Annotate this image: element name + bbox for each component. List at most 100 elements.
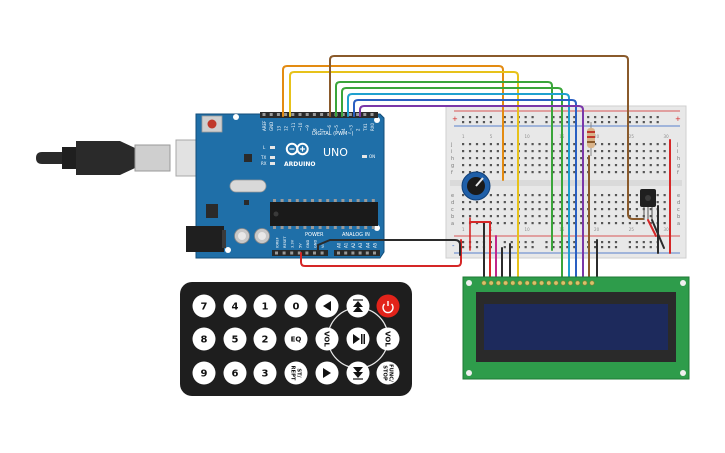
remote-button-label[interactable]: 1 xyxy=(253,294,277,318)
power-pin[interactable] xyxy=(313,251,316,255)
remote-button-label[interactable]: 7 xyxy=(192,294,216,318)
power-jack xyxy=(186,226,224,252)
remote-button-label: 9 xyxy=(201,369,208,380)
remote-button-label[interactable]: ST/REPT xyxy=(284,361,308,385)
rx-label: RX xyxy=(261,161,267,166)
remote-button-label[interactable]: VOL xyxy=(315,327,339,351)
power-pin[interactable] xyxy=(305,251,309,255)
remote-button-forward[interactable] xyxy=(315,361,339,385)
row-label: g xyxy=(451,163,454,169)
atmega-chip xyxy=(270,199,378,229)
remote-button-label[interactable]: 3 xyxy=(253,361,277,385)
analog-pin[interactable] xyxy=(344,251,348,255)
digital-pin[interactable] xyxy=(284,113,288,116)
remote-button-label[interactable]: 8 xyxy=(192,327,216,351)
remote-button-label: 4 xyxy=(232,302,239,313)
lcd-pin[interactable] xyxy=(495,280,501,286)
column-number-bottom: 20 xyxy=(594,227,600,232)
digital-pin[interactable] xyxy=(298,113,302,116)
analog-pin[interactable] xyxy=(337,251,340,255)
usb-cable xyxy=(36,139,197,177)
lcd-pin[interactable] xyxy=(546,280,552,286)
analog-label: ANALOG IN xyxy=(342,232,370,238)
lcd-pin[interactable] xyxy=(503,280,509,286)
lcd-pins xyxy=(481,280,595,286)
lcd-pin[interactable] xyxy=(560,280,566,286)
power-pin[interactable] xyxy=(282,251,286,255)
lcd-pin[interactable] xyxy=(531,280,537,286)
remote-button-label[interactable]: 5 xyxy=(223,327,247,351)
remote-button-power[interactable] xyxy=(376,294,400,318)
lcd-pin[interactable] xyxy=(488,280,494,286)
lcd-pin[interactable] xyxy=(589,280,595,286)
digital-pin-label: 4 xyxy=(341,128,346,131)
power-pin[interactable] xyxy=(320,251,324,255)
digital-pin[interactable] xyxy=(262,113,266,116)
power-pin[interactable] xyxy=(297,251,301,255)
lcd-pin[interactable] xyxy=(553,280,559,286)
digital-pin[interactable] xyxy=(305,113,309,116)
digital-pin[interactable] xyxy=(356,113,360,116)
analog-pin[interactable] xyxy=(358,251,362,255)
remote-button-label[interactable]: 6 xyxy=(223,361,247,385)
lcd-pin[interactable] xyxy=(567,280,573,286)
remote-button-label[interactable]: 9 xyxy=(192,361,216,385)
column-number-bottom: 30 xyxy=(664,227,670,232)
remote-button-play[interactable] xyxy=(346,327,370,351)
analog-pin-label: A1 xyxy=(344,242,349,248)
lcd-pin[interactable] xyxy=(524,280,530,286)
remote-button-down[interactable] xyxy=(346,361,370,385)
digital-pin-label: 7 xyxy=(320,128,325,131)
digital-pin-label: ~9 xyxy=(305,125,310,131)
digital-pin[interactable] xyxy=(291,113,295,116)
analog-pin-label: A4 xyxy=(365,242,370,248)
remote-button-label[interactable]: 2 xyxy=(253,327,277,351)
remote-button-label: 3 xyxy=(262,369,269,380)
lcd-pin[interactable] xyxy=(510,280,516,286)
lcd-pin[interactable] xyxy=(481,280,487,286)
digital-pin[interactable] xyxy=(341,113,345,116)
remote-button-label[interactable]: FUNC/STOP xyxy=(376,361,400,385)
tx-label: TX xyxy=(260,155,266,160)
lcd-pin[interactable] xyxy=(539,280,545,286)
digital-pin[interactable] xyxy=(276,113,280,116)
digital-pin[interactable] xyxy=(348,113,352,116)
lcd-pin[interactable] xyxy=(582,280,588,286)
digital-pin[interactable] xyxy=(370,113,374,116)
lcd-screen xyxy=(484,304,668,350)
lcd-pin[interactable] xyxy=(575,280,581,286)
digital-pin[interactable] xyxy=(312,113,316,116)
analog-pin[interactable] xyxy=(351,251,355,255)
digital-pin[interactable] xyxy=(327,113,331,116)
power-pin[interactable] xyxy=(275,251,278,255)
power-pin-label: IOREF xyxy=(276,237,280,248)
analog-pin[interactable] xyxy=(373,251,376,255)
analog-pin-label: A0 xyxy=(337,242,342,248)
row-label-right: c xyxy=(677,207,680,213)
remote-button-label[interactable]: 4 xyxy=(223,294,247,318)
power-pin-label: GND xyxy=(306,240,310,248)
power-pin[interactable] xyxy=(290,251,294,255)
row-label-right: i xyxy=(677,149,678,155)
column-number: 5 xyxy=(490,134,493,139)
reset-button[interactable] xyxy=(201,115,223,133)
analog-pin[interactable] xyxy=(365,251,369,255)
lcd-pin[interactable] xyxy=(517,280,523,286)
digital-pin[interactable] xyxy=(363,113,367,116)
remote-button-up[interactable] xyxy=(346,294,370,318)
digital-pin[interactable] xyxy=(320,113,324,116)
remote-button-label[interactable]: VOL xyxy=(376,327,400,351)
remote-button-label[interactable]: 0 xyxy=(284,294,308,318)
row-label: d xyxy=(451,200,454,206)
ir-receiver xyxy=(640,189,656,220)
remote-button-label[interactable]: EQ xyxy=(284,327,308,351)
digital-pin[interactable] xyxy=(269,113,273,116)
row-label-right: h xyxy=(677,156,680,162)
remote-button-back[interactable] xyxy=(315,294,339,318)
potentiometer[interactable] xyxy=(461,171,491,201)
row-label-right: e xyxy=(677,193,680,199)
